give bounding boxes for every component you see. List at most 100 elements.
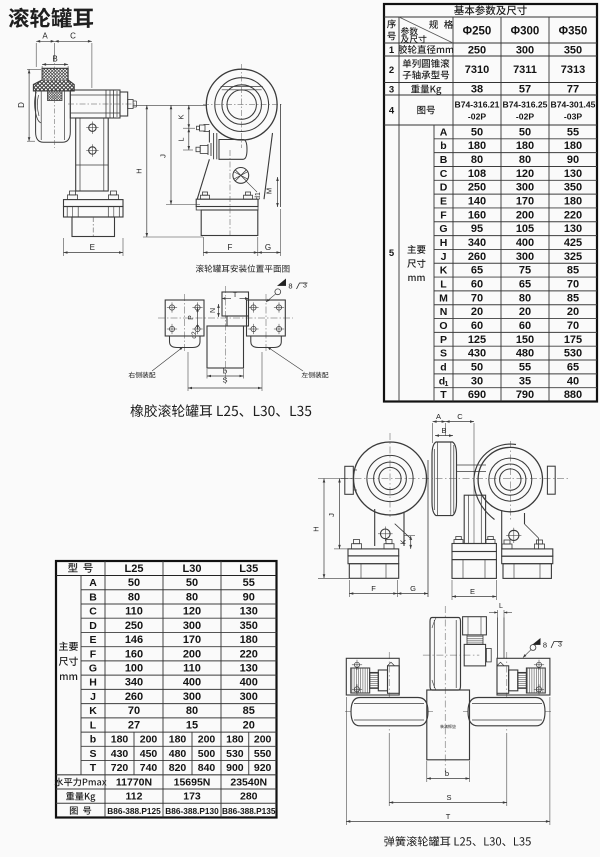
svg-text:180: 180 (468, 140, 486, 152)
svg-text:B: B (52, 55, 57, 64)
svg-text:H: H (312, 526, 321, 531)
svg-text:7310: 7310 (465, 64, 489, 76)
svg-text:280: 280 (240, 791, 258, 803)
svg-text:H: H (89, 677, 97, 689)
svg-text:L: L (90, 719, 97, 731)
svg-text:65: 65 (519, 278, 531, 290)
svg-text:400: 400 (516, 237, 534, 249)
svg-text:C: C (89, 606, 97, 618)
svg-text:H: H (135, 168, 144, 173)
svg-text:57: 57 (519, 84, 531, 96)
svg-text:130: 130 (240, 606, 258, 618)
svg-text:260: 260 (468, 251, 486, 263)
svg-text:L35: L35 (239, 563, 258, 575)
svg-text:425: 425 (564, 237, 582, 249)
svg-text:27: 27 (128, 719, 140, 731)
svg-text:38: 38 (471, 84, 483, 96)
svg-text:L: L (440, 278, 447, 290)
svg-text:250: 250 (468, 182, 486, 194)
svg-text:50: 50 (186, 577, 198, 589)
svg-text:60: 60 (471, 278, 483, 290)
svg-text:350: 350 (564, 182, 582, 194)
svg-text:7313: 7313 (561, 64, 585, 76)
svg-text:30: 30 (471, 375, 483, 387)
svg-text:170: 170 (516, 196, 534, 208)
svg-text:480: 480 (516, 348, 534, 360)
svg-text:85: 85 (243, 705, 255, 717)
svg-text:J: J (90, 691, 96, 703)
svg-text:K: K (89, 705, 97, 717)
svg-text:200: 200 (516, 209, 534, 221)
svg-text:130: 130 (564, 223, 582, 235)
svg-text:G: G (265, 243, 271, 252)
svg-text:35: 35 (519, 375, 531, 387)
svg-text:220: 220 (564, 209, 582, 221)
svg-text:70: 70 (471, 292, 483, 304)
svg-text:D: D (89, 620, 97, 632)
svg-text:Φ250: Φ250 (463, 26, 492, 38)
svg-text:J: J (159, 154, 168, 158)
svg-text:90: 90 (567, 154, 579, 166)
svg-text:840: 840 (198, 762, 216, 774)
svg-text:80: 80 (186, 591, 198, 603)
svg-text:B86-388.P135: B86-388.P135 (222, 806, 276, 816)
svg-text:180: 180 (516, 140, 534, 152)
svg-text:325: 325 (564, 251, 582, 263)
svg-text:180: 180 (226, 734, 244, 746)
svg-text:50: 50 (471, 361, 483, 373)
svg-text:O: O (439, 320, 447, 332)
svg-text:530: 530 (226, 748, 244, 760)
svg-text:H: H (440, 237, 448, 249)
svg-text:C: C (457, 412, 463, 421)
svg-text:920: 920 (254, 762, 272, 774)
svg-text:15: 15 (186, 719, 198, 731)
svg-text:160: 160 (125, 648, 143, 660)
svg-text:430: 430 (111, 748, 129, 760)
svg-text:180: 180 (111, 734, 129, 746)
svg-text:105: 105 (516, 223, 534, 235)
svg-text:11770N: 11770N (116, 776, 152, 788)
svg-text:200: 200 (254, 734, 272, 746)
svg-text:70: 70 (128, 705, 140, 717)
svg-text:F: F (228, 243, 233, 252)
svg-text:250: 250 (125, 620, 143, 632)
svg-text:C: C (440, 168, 448, 180)
svg-text:300: 300 (183, 620, 201, 632)
svg-text:3: 3 (303, 283, 307, 290)
svg-text:S: S (446, 793, 451, 802)
svg-text:B86-388.P130: B86-388.P130 (165, 806, 219, 816)
svg-text:F: F (371, 584, 376, 593)
svg-text:S: S (222, 376, 227, 385)
svg-text:N: N (440, 306, 448, 318)
svg-text:180: 180 (240, 634, 258, 646)
svg-text:S: S (440, 348, 447, 360)
svg-text:E: E (90, 243, 95, 252)
svg-text:125: 125 (468, 334, 486, 346)
svg-text:260: 260 (125, 691, 143, 703)
svg-text:15695N: 15695N (174, 776, 211, 788)
svg-text:740: 740 (140, 762, 158, 774)
svg-text:b: b (440, 140, 446, 152)
svg-text:350: 350 (564, 45, 582, 57)
svg-text:85: 85 (567, 265, 579, 277)
svg-text:D: D (17, 102, 26, 108)
svg-text:-02P: -02P (516, 112, 534, 122)
svg-text:b: b (445, 769, 449, 778)
svg-text:120: 120 (516, 168, 534, 180)
svg-text:F: F (90, 648, 97, 660)
svg-text:130: 130 (564, 168, 582, 180)
svg-text:1: 1 (445, 381, 449, 388)
svg-text:20: 20 (519, 306, 531, 318)
svg-text:480: 480 (169, 748, 187, 760)
svg-text:d2: d2 (191, 331, 198, 339)
svg-text:80: 80 (471, 154, 483, 166)
svg-text:90: 90 (243, 591, 255, 603)
svg-text:790: 790 (516, 389, 534, 401)
svg-text:80: 80 (519, 292, 531, 304)
svg-text:170: 170 (183, 634, 201, 646)
svg-text:N: N (210, 308, 217, 313)
svg-text:L: L (499, 603, 503, 610)
svg-text:d: d (439, 375, 445, 387)
svg-text:G: G (89, 663, 97, 675)
svg-text:450: 450 (140, 748, 158, 760)
